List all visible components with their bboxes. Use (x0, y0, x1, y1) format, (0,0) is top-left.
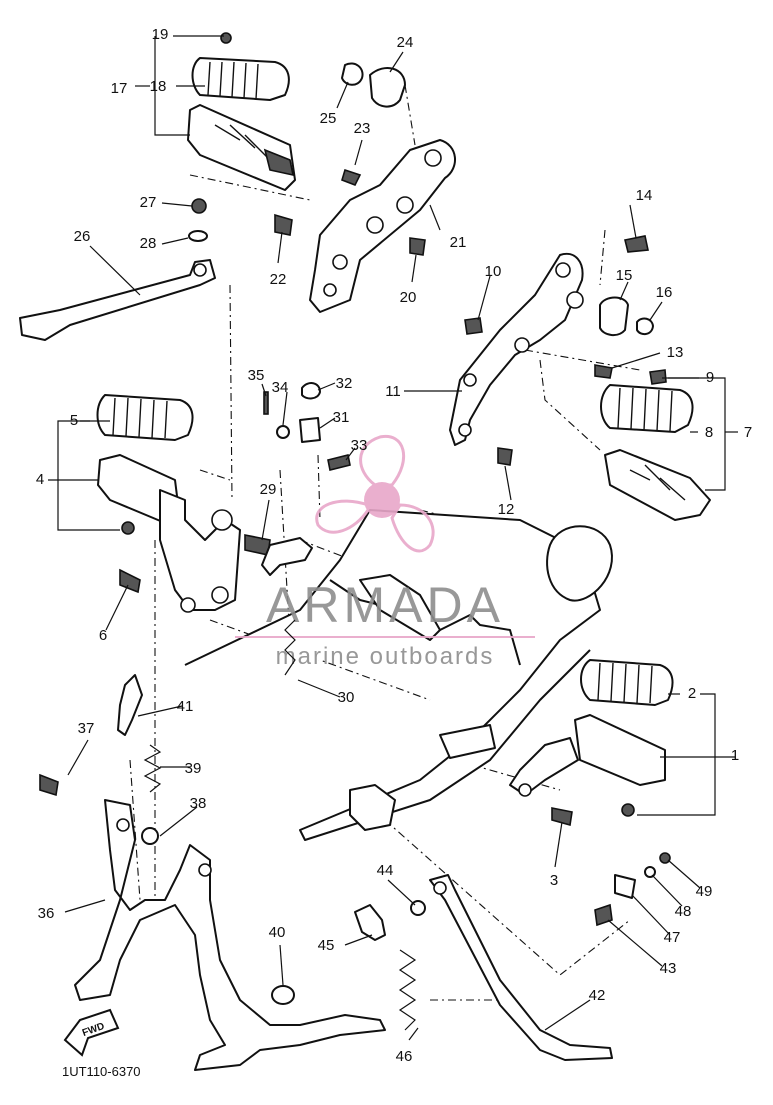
part-number-label: 3 (550, 872, 558, 889)
part-number-label: 31 (333, 409, 350, 426)
part-number-label: 38 (190, 795, 207, 812)
part-number-label: 41 (177, 698, 194, 715)
fwd-arrow: FWD (63, 1008, 120, 1057)
part-number-label: 42 (589, 987, 606, 1004)
part-rear-bracket-right (449, 235, 654, 466)
part-rear-bracket-left (274, 62, 456, 313)
part-number-label: 46 (396, 1048, 413, 1065)
propeller-logo (315, 434, 435, 553)
part-number-label: 10 (485, 263, 502, 280)
part-front-footrest-right (509, 659, 674, 827)
part-number-label: 32 (336, 375, 353, 392)
part-number-label: 15 (616, 267, 633, 284)
part-number-label: 27 (140, 194, 157, 211)
part-number-label: 19 (152, 26, 169, 43)
part-number-label: 13 (667, 344, 684, 361)
part-number-label: 36 (38, 905, 55, 922)
part-number-label: 43 (660, 960, 677, 977)
part-number-label: 6 (99, 627, 107, 644)
part-number-label: 7 (744, 424, 752, 441)
part-number-label: 28 (140, 235, 157, 252)
part-number-label: 44 (377, 862, 394, 879)
frame-tubes (184, 509, 613, 841)
part-number-label: 11 (385, 383, 401, 400)
part-number-label: 26 (74, 228, 91, 245)
part-number-label: 22 (270, 271, 287, 288)
part-brake-pedal (19, 198, 216, 341)
part-rear-footrest-right (600, 369, 711, 521)
part-number-label: 40 (269, 924, 286, 941)
part-rear-footrest-left (187, 32, 296, 191)
leader-lines (48, 35, 738, 1041)
part-number-label: 12 (498, 501, 515, 518)
part-number-label: 5 (70, 412, 78, 429)
part-number-label: 2 (688, 685, 696, 702)
part-number-label: 49 (696, 883, 713, 900)
part-number-label: 24 (397, 34, 414, 51)
diagram-code: 1UT110-6370 (62, 1064, 141, 1079)
part-front-footrest-left (96, 394, 241, 613)
part-number-label: 33 (351, 437, 368, 454)
watermark-brand: ARMADA (266, 577, 504, 633)
part-number-label: 4 (36, 471, 44, 488)
part-number-label: 29 (260, 481, 277, 498)
part-number-label: 17 (111, 80, 128, 97)
part-brake-linkage (244, 382, 351, 676)
part-number-label: 20 (400, 289, 417, 306)
part-number-label: 35 (248, 367, 265, 384)
part-center-stand (39, 674, 386, 1071)
part-number-label: 14 (636, 187, 653, 204)
part-number-label: 16 (656, 284, 673, 301)
part-number-label: 21 (450, 234, 467, 251)
part-number-label: 45 (318, 937, 335, 954)
part-side-stand (354, 852, 671, 1061)
part-number-label: 23 (354, 120, 371, 137)
watermark: ARMADA marine outboards (235, 434, 535, 670)
part-number-label: 18 (150, 78, 167, 95)
part-number-label: 25 (320, 110, 337, 127)
part-number-label: 39 (185, 760, 202, 777)
part-number-label: 47 (664, 929, 681, 946)
part-number-label: 9 (706, 369, 714, 386)
part-number-label: 30 (338, 689, 355, 706)
part-number-label: 37 (78, 720, 95, 737)
part-number-label: 8 (705, 424, 713, 441)
part-number-label: 1 (731, 747, 739, 764)
part-number-label: 34 (272, 379, 289, 396)
part-number-label: 48 (675, 903, 692, 920)
watermark-tagline: marine outboards (276, 643, 495, 670)
